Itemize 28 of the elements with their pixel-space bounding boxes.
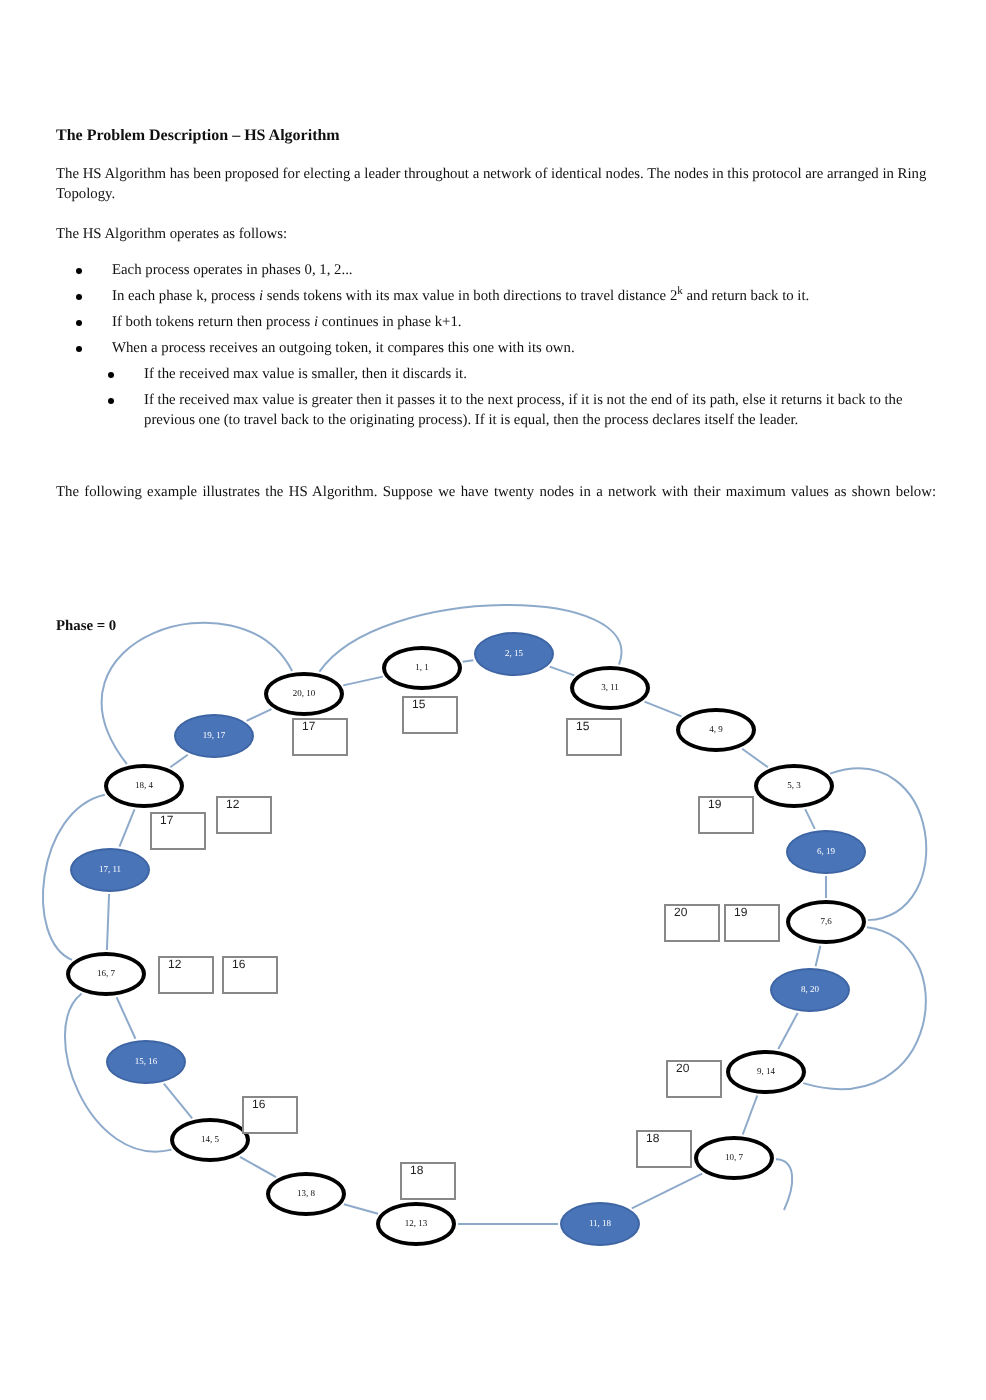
ring-link [115,996,137,1040]
curved-connector [318,604,622,673]
ring-link [457,1223,559,1225]
ring-link [548,665,576,677]
ring-link [245,708,273,722]
ring-link [461,659,475,663]
ring-link [804,808,816,830]
ring-link [162,1082,194,1120]
curved-connector [42,793,106,961]
ring-link [342,675,384,687]
ring-link [630,1172,704,1210]
ring-link [342,1203,380,1215]
ring-link [105,893,111,951]
ring-link [741,747,769,769]
title: The Problem Description – HS Algorithm [56,124,340,148]
ring-link [814,944,822,968]
ring-link [741,1094,759,1136]
curved-connector [774,1158,794,1211]
curved-connector [829,767,928,922]
ring-link [643,700,683,718]
ring-link [825,875,827,899]
ring-link [118,808,136,848]
ring-link [777,1011,799,1051]
curved-connector [63,992,173,1153]
curved-connector [100,621,294,766]
ring-link [238,1155,278,1179]
ring-link [169,753,189,769]
curved-connector [802,926,927,1090]
